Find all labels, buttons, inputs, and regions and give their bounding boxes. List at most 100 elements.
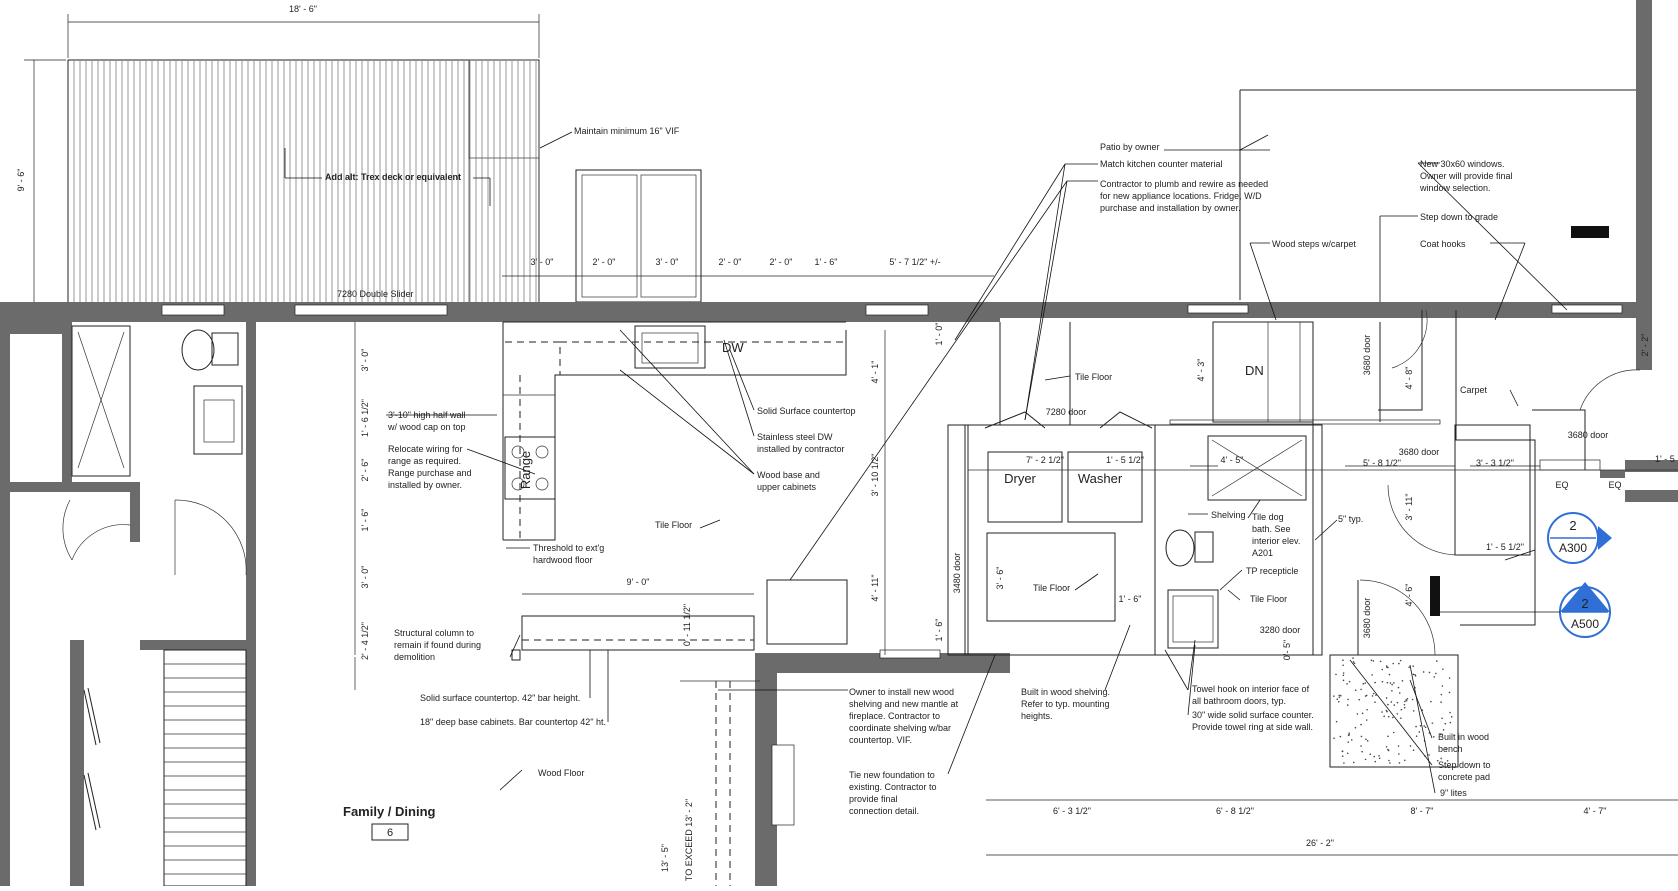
note-wood-base: Wood base and upper cabinets <box>757 470 822 492</box>
dn-label: DN <box>1245 363 1264 378</box>
note-stainless: Stainless steel DW installed by contract… <box>757 432 845 454</box>
washer-label: Washer <box>1078 471 1123 486</box>
note-bar-counter: Solid surface countertop. 42" bar height… <box>420 693 580 703</box>
dim-kitchen-b: 3' - 10 1/2" <box>870 454 880 497</box>
eq-a: EQ <box>1555 480 1568 490</box>
eq-b: EQ <box>1608 480 1621 490</box>
note-foundation: Tie new foundation to existing. Contract… <box>849 770 939 816</box>
dim-top-1: 2' - 0" <box>593 257 616 267</box>
sink <box>634 325 706 369</box>
dim-closet-width: 3' - 3 1/2" <box>1476 458 1514 468</box>
dimension-lines <box>354 275 1678 856</box>
deck-step <box>468 59 540 305</box>
door-right: 3680 door <box>1568 430 1609 440</box>
dim-right-edge: 1' - 5 <box>1655 454 1675 464</box>
dim-mud-width: 5' - 8 1/2" <box>1363 458 1401 468</box>
deck-outline <box>67 59 540 305</box>
deck: 18' - 6" 9' - 6" Add alt: Trex deck or e… <box>16 4 680 305</box>
dim-top-5: 1' - 6" <box>815 257 838 267</box>
dryer <box>987 451 1063 523</box>
dim-left-1: 1' - 6 1/2" <box>360 399 370 437</box>
bathroom-left <box>62 325 247 887</box>
dim-stair-note: TO EXCEED 13' - 2" <box>684 799 694 881</box>
dim-bath-width: 4' - 5" <box>1221 455 1244 465</box>
door-mud: 3680 door <box>1399 447 1440 457</box>
range-label: Range <box>518 451 533 489</box>
marker-a500-sheet: A500 <box>1571 617 1599 631</box>
dim-bottom-2: 8' - 7" <box>1411 806 1434 816</box>
dim-bottom-1: 6' - 8 1/2" <box>1216 806 1254 816</box>
dim-stair-depth: 4' - 8" <box>1404 367 1414 390</box>
deck-step-top <box>468 59 540 159</box>
marker-a500-num: 2 <box>1581 596 1588 611</box>
section-markers: 2 A300 2 A500 <box>1440 512 1612 638</box>
dryer-label: Dryer <box>1004 471 1036 486</box>
note-half-wall: 3'-10" high half wall w/ wood cap on top <box>387 410 468 432</box>
marker-a300-num: 2 <box>1569 518 1576 533</box>
dim-kitchen-bottom: 1' - 6" <box>934 619 944 642</box>
dim-left-4: 3' - 0" <box>360 566 370 589</box>
concrete-pad <box>1329 654 1459 768</box>
note-plumb: Contractor to plumb and rewire as needed… <box>1100 179 1271 213</box>
door-laundry: 7280 door <box>1046 407 1087 417</box>
dim-right-door-depth: 4' - 6" <box>1404 584 1414 607</box>
typ-note: 5" typ. <box>1338 514 1363 524</box>
dim-closet-side: 1' - 5 1/2" <box>1486 542 1524 552</box>
dim-stair-run: 13' - 5" <box>660 844 670 872</box>
note-tile-dog: Tile dog bath. See interior elev. A201 <box>1252 512 1303 558</box>
dim-pad-depth: 0'- 5" <box>1282 640 1292 660</box>
stair-left <box>163 649 247 887</box>
plan-title-number: 6 <box>387 827 393 839</box>
dim-bar-depth: 0' - 11 1/2" <box>682 604 692 646</box>
exterior-wall-north <box>0 302 1000 322</box>
note-step-grade: Step down to grade <box>1420 212 1498 222</box>
dim-right-wall: 2' - 2" <box>1640 334 1650 357</box>
marker-a300-sheet: A300 <box>1559 541 1587 555</box>
note-step-pad: Step down to concrete pad <box>1438 760 1493 782</box>
exterior-wall-west <box>0 322 10 886</box>
exterior-wall-east <box>1636 0 1652 370</box>
window-unit <box>575 169 702 303</box>
dim-top-2: 3' - 0" <box>656 257 679 267</box>
toilet-left <box>181 329 215 371</box>
counter-outline <box>503 330 847 541</box>
door-vertical-c: 3680 door <box>1362 598 1372 639</box>
toilet-right <box>1165 529 1195 567</box>
bath-counter <box>1167 589 1219 649</box>
shower <box>71 325 131 477</box>
plan-title-block: Family / Dining 6 <box>343 804 436 841</box>
bar-counter <box>521 615 755 651</box>
dim-left-0: 3' - 0" <box>360 349 370 372</box>
note-tile-floor-b: Tile Floor <box>655 520 692 530</box>
dim-top-3: 2' - 0" <box>719 257 742 267</box>
note-built-in: Built in wood shelving. Refer to typ. mo… <box>1021 687 1113 721</box>
deck-depth-label: 9' - 6" <box>16 169 26 192</box>
dim-left-5: 2' - 4 1/2" <box>360 622 370 660</box>
note-threshold: Threshold to ext'g hardwood floor <box>533 543 607 565</box>
note-tile-floor-c: Tile Floor <box>1033 583 1070 593</box>
note-tile-floor-d: Tile Floor <box>1250 594 1287 604</box>
leader-lines <box>386 134 1568 794</box>
dim-kitchen-side: 1' - 0" <box>934 323 944 346</box>
note-tp: TP recepticle <box>1246 566 1298 576</box>
door-vertical-a: 3680 door <box>1362 335 1372 376</box>
door-bath: 3280 door <box>1260 625 1301 635</box>
note-counter30: 30" wide solid surface counter. Provide … <box>1192 710 1316 732</box>
door-vertical-b: 3480 door <box>952 553 962 594</box>
structural-column <box>511 649 521 661</box>
dim-top-0: 3' - 0" <box>531 257 554 267</box>
kitchen: Range DW <box>502 321 848 886</box>
vif-note: Maintain minimum 16" VIF <box>574 126 680 136</box>
note-coat-hooks: Coat hooks <box>1420 239 1466 249</box>
dim-kitchen-a: 4' - 1" <box>870 361 880 384</box>
note-relocate: Relocate wiring for range as required. R… <box>388 444 474 490</box>
note-towel-hook: Towel hook on interior face of all bathr… <box>1192 684 1312 706</box>
slider-label: 7280 Double Slider <box>337 289 414 299</box>
dim-laundry-depth: 3' - 6" <box>995 567 1005 590</box>
note-base-cab: 18" deep base cabinets. Bar countertop 4… <box>420 717 606 727</box>
dog-bath-room <box>1154 424 1323 656</box>
dim-hall-depth: 4' - 3" <box>1196 359 1206 382</box>
washer <box>1067 451 1143 523</box>
